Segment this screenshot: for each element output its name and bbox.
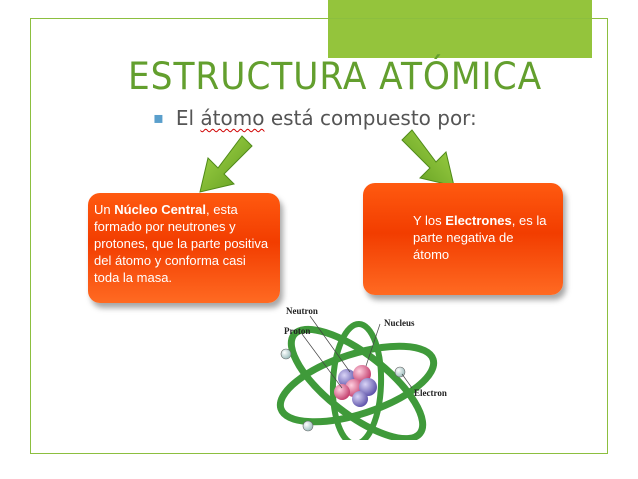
electron-particle [302,420,314,432]
box-left-text-1: Un [94,202,115,217]
box-left-text-2: , esta formado por neutrones y protones,… [94,202,269,285]
decorative-corner-block [328,0,592,58]
orbit-ring [329,321,385,440]
bullet-suffix: está compuesto por: [264,106,477,130]
atom-diagram: Neutron Proton Nucleus Electron [276,306,447,440]
nucleus-description-box: Un Núcleo Central, esta formado por neut… [88,193,280,303]
electron-description-box: Y los Electrones, es la parte negativa d… [363,183,563,295]
label-electron: Electron [414,388,447,398]
box-right-bold: Electrones [445,213,512,228]
slide-frame [30,18,608,454]
box-right-text-1: Y los [413,213,446,228]
square-bullet-icon: ▪ [153,108,164,127]
electron-particle [280,348,292,360]
label-neutron: Neutron [286,306,318,316]
label-nucleus: Nucleus [384,318,415,328]
nucleus [334,365,377,407]
bullet-keyword: átomo [200,106,265,130]
bullet-prefix: El [175,106,201,130]
bullet-item: ▪ El átomo está compuesto por: [153,106,477,136]
box-right-text-2: , es la parte negativa de átomo [413,213,547,262]
orbit-ring [287,325,427,440]
box-left-bold: Núcleo Central [114,202,206,217]
orbit-ring [276,342,438,426]
label-proton: Proton [284,326,310,336]
arrow-down-left-icon [199,135,253,193]
arrow-down-right-icon [401,129,455,187]
slide-title: ESTRUCTURA ATÓMICA [128,55,543,98]
